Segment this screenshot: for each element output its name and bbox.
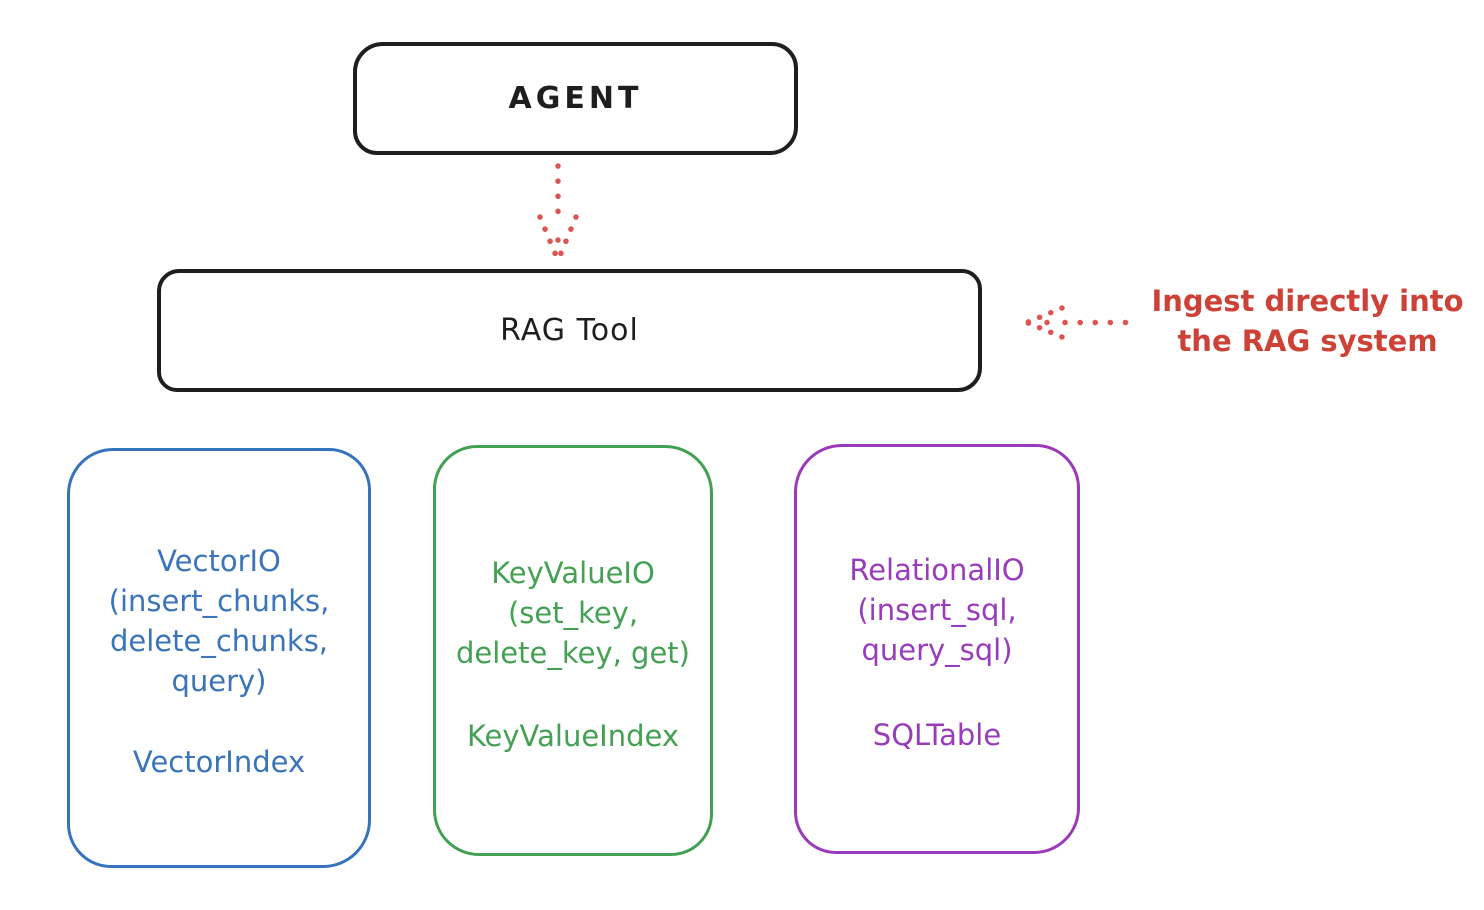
relationalio-line: (insert_sql, (857, 593, 1017, 627)
keyvalueindex-label: KeyValueIndex (466, 719, 680, 753)
agent-to-ragtool-arrow (537, 163, 579, 261)
keyvalueio-methods: KeyValueIO (set_key, delete_key, get) (456, 553, 690, 673)
vectorio-node: VectorIO (insert_chunks, delete_chunks, … (67, 448, 371, 868)
vectorio-methods: VectorIO (insert_chunks, delete_chunks, … (109, 541, 330, 701)
keyvalueio-line: KeyValueIO (491, 556, 655, 590)
ingest-annotation-line2: the RAG system (1177, 324, 1438, 358)
agent-node: AGENT (353, 42, 798, 155)
vectorio-line: delete_chunks, (109, 624, 329, 658)
relationalio-line: RelationalIO (849, 553, 1025, 587)
ingest-annotation: Ingest directly into the RAG system (1135, 281, 1480, 361)
keyvalueio-line: delete_key, get) (456, 636, 690, 670)
vectorindex-label: VectorIndex (132, 745, 306, 779)
annotation-to-ragtool-arrow (1024, 305, 1138, 340)
rag-tool-node: RAG Tool (157, 269, 982, 392)
vectorio-line: (insert_chunks, (108, 584, 330, 618)
rag-tool-label: RAG Tool (500, 313, 639, 348)
agent-label: AGENT (508, 81, 643, 116)
keyvalueio-line: (set_key, (507, 596, 639, 630)
relationalio-node: RelationalIO (insert_sql, query_sql) SQL… (794, 444, 1080, 854)
keyvalueio-node: KeyValueIO (set_key, delete_key, get) Ke… (433, 445, 713, 856)
sqltable-label: SQLTable (872, 718, 1002, 752)
relationalio-methods: RelationalIO (insert_sql, query_sql) (849, 550, 1024, 670)
relationalio-line: query_sql) (861, 633, 1013, 667)
ingest-annotation-line1: Ingest directly into (1151, 284, 1464, 318)
vectorio-line: VectorIO (157, 544, 281, 578)
vectorio-line: query) (171, 664, 267, 698)
